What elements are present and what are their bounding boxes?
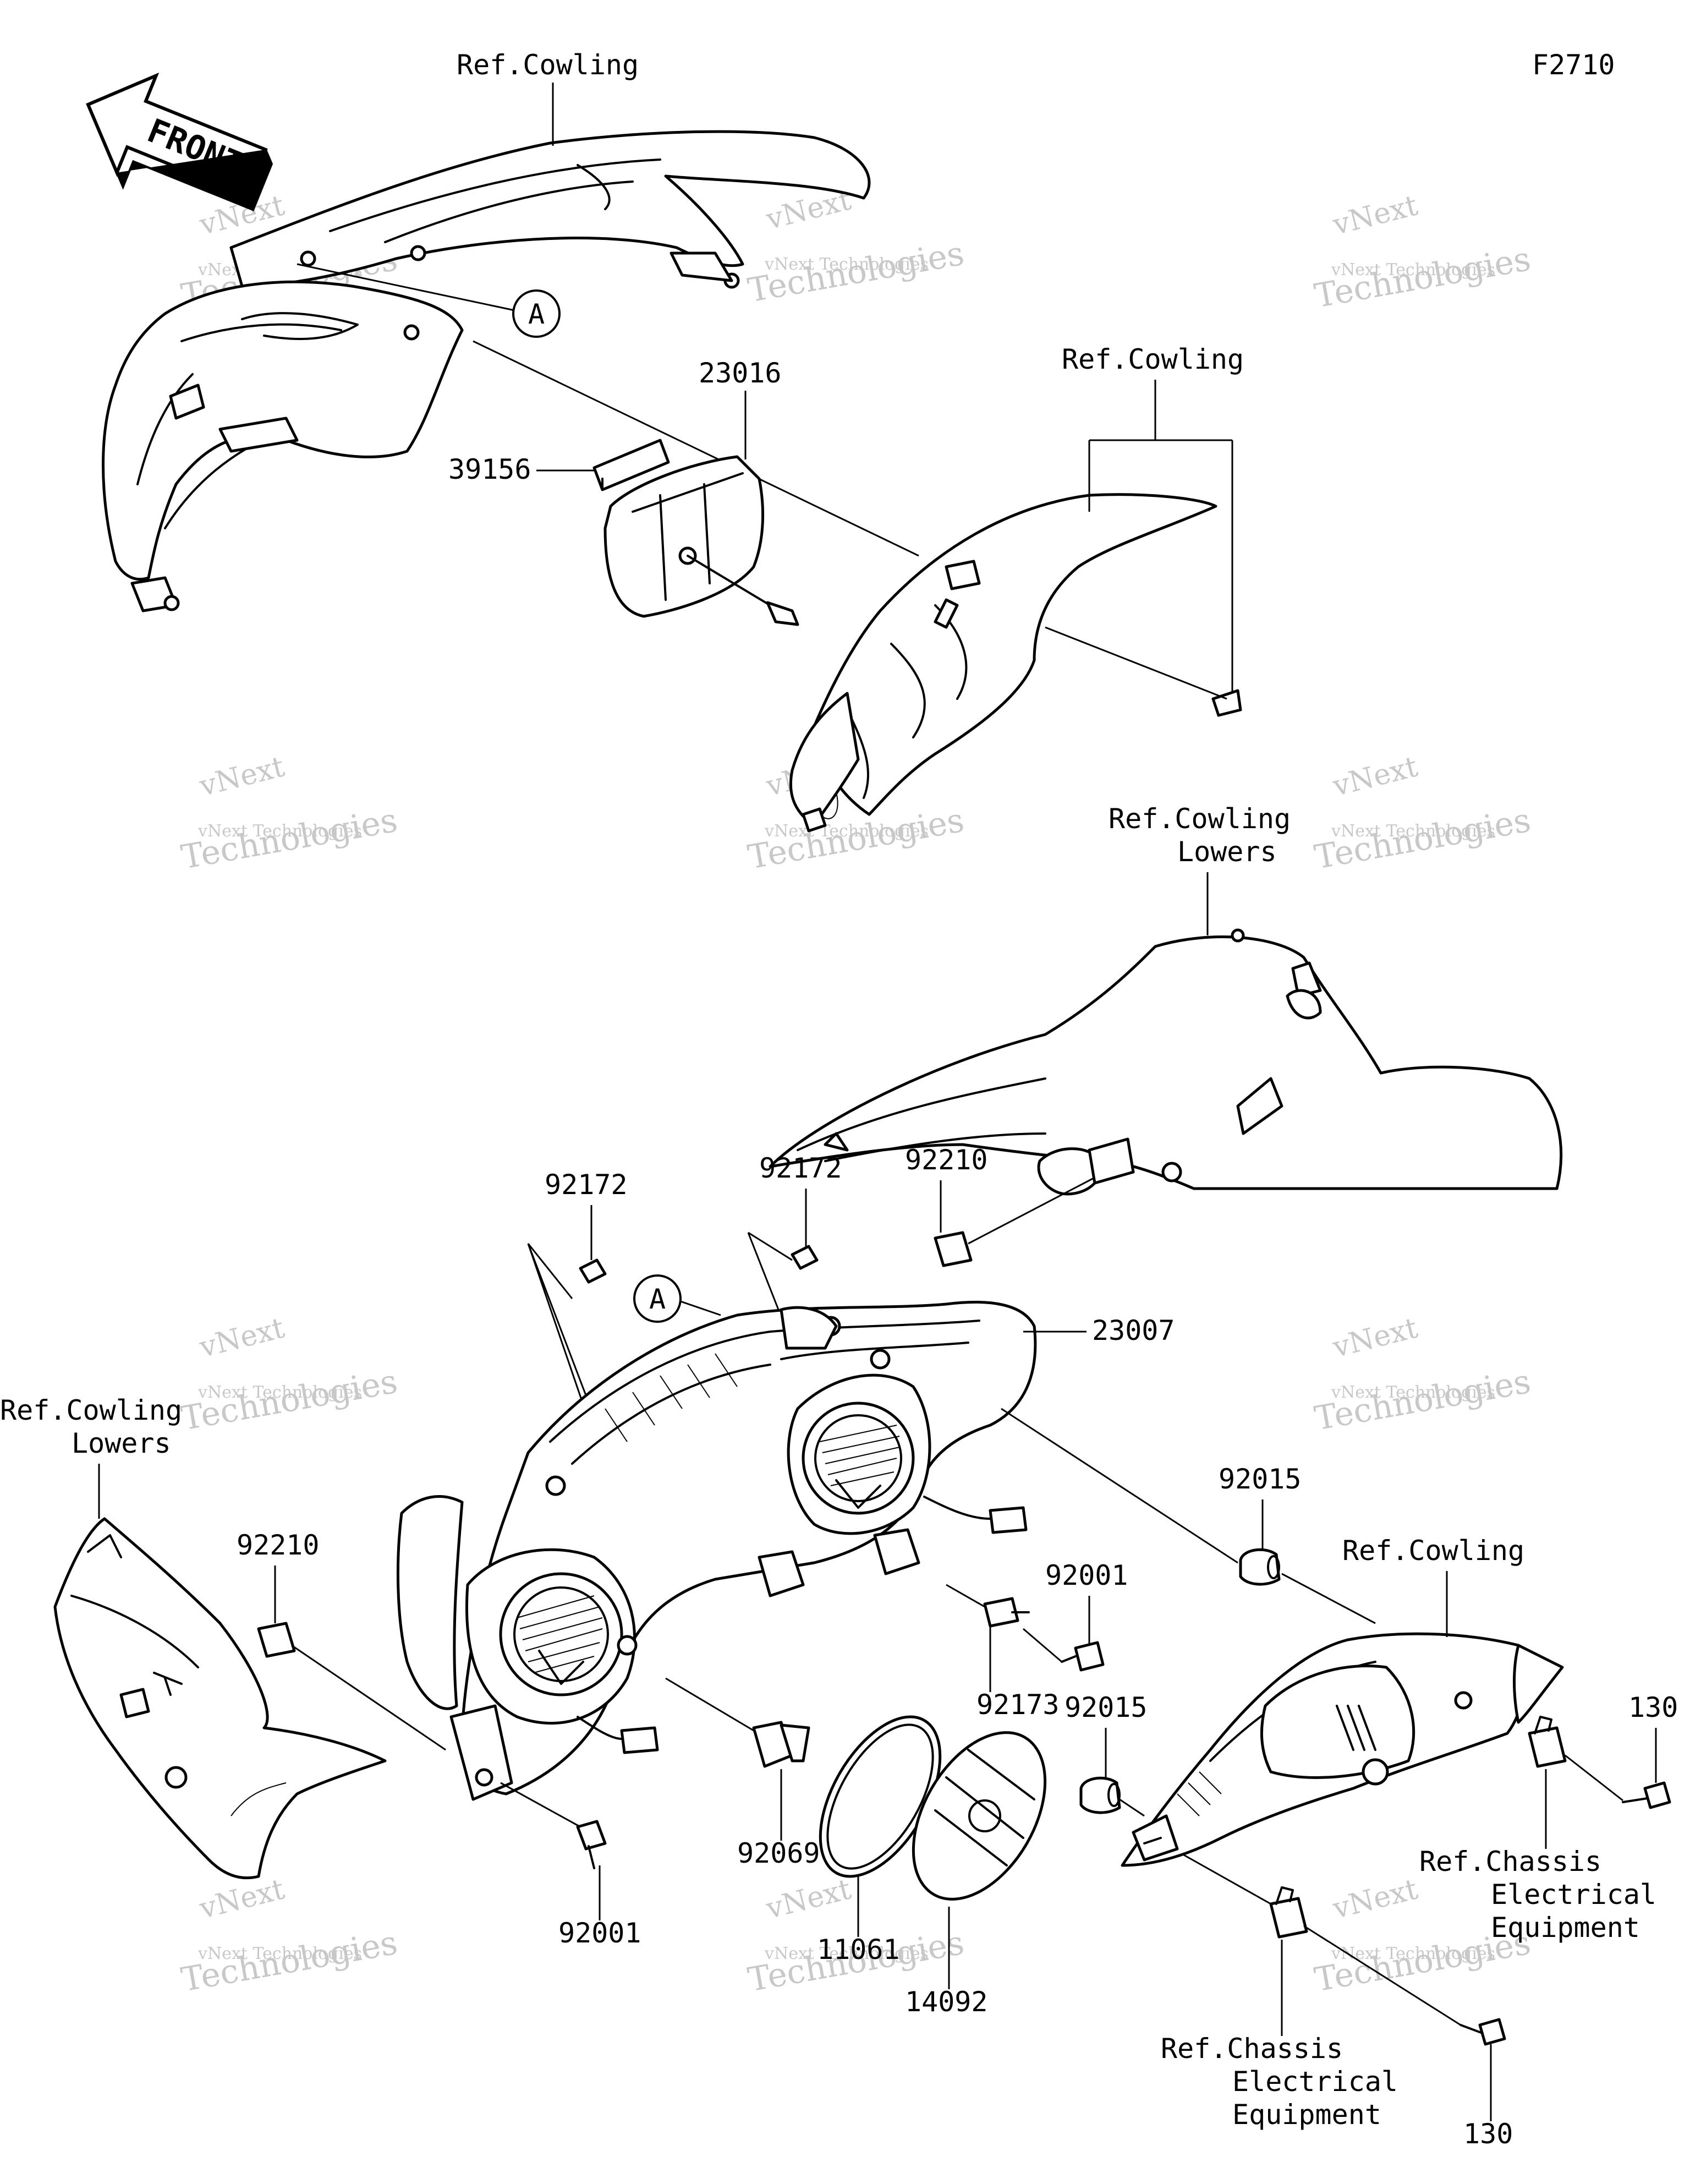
svg-text:vNext: vNext	[196, 1311, 288, 1364]
part-label-23016: 23016	[699, 357, 782, 389]
ref-chassis-right-label-2: Electrical	[1491, 1879, 1656, 1911]
part-92172-left-clip	[579, 1258, 607, 1284]
svg-text:vNext: vNext	[1329, 1311, 1421, 1364]
svg-text:vNext Technologies: vNext Technologies	[197, 822, 362, 841]
watermark: vNext vNext Technologies Technologies	[1312, 189, 1533, 315]
chassis-connector-right	[1528, 1716, 1567, 1768]
diagram-code: F2710	[1532, 49, 1615, 81]
svg-text:vNext Technologies: vNext Technologies	[764, 822, 929, 841]
part-130-bottom-bolt	[1303, 1925, 1506, 2046]
svg-text:A: A	[528, 298, 545, 330]
svg-text:vNext Technologies: vNext Technologies	[1331, 1383, 1495, 1402]
part-label-92001-bottom: 92001	[558, 1917, 641, 1949]
part-92173-clamp	[946, 1584, 1030, 1628]
watermark: vNext vNext Technologies Technologies	[178, 1873, 400, 1999]
ref-cowling-lowers-left-label-1: Ref.Cowling	[0, 1394, 182, 1426]
part-label-92210-left: 92210	[237, 1529, 320, 1561]
svg-text:Technologies: Technologies	[178, 1924, 400, 2000]
part-92001-bottom-bolt	[500, 1782, 607, 1869]
svg-text:vNext: vNext	[1329, 1873, 1421, 1925]
svg-text:vNext: vNext	[1329, 189, 1421, 242]
ref-cowling-lowers-right-label-2: Lowers	[1177, 836, 1277, 868]
ref-chassis-bottom-label-3: Equipment	[1232, 2099, 1381, 2131]
svg-text:Technologies: Technologies	[1312, 801, 1533, 877]
svg-text:vNext Technologies: vNext Technologies	[764, 255, 929, 274]
part-92015-upper-grommet	[1239, 1548, 1281, 1586]
svg-text:vNext: vNext	[1329, 750, 1421, 803]
watermark: vNext vNext Technologies Technologies	[178, 1311, 400, 1438]
part-92015-lower-grommet	[1079, 1776, 1145, 1817]
callout-a-lower: A	[633, 1274, 721, 1323]
part-label-92173: 92173	[976, 1689, 1060, 1721]
screw	[1045, 626, 1242, 717]
upper-cowling-top	[229, 130, 871, 289]
part-92069-bulb	[665, 1677, 810, 1768]
watermark: vNext vNext Technologies Technologies	[745, 183, 967, 310]
svg-text:vNext Technologies: vNext Technologies	[197, 1383, 362, 1402]
part-130-right-bolt	[1565, 1754, 1671, 1809]
part-92001-right-bolt	[1023, 1628, 1105, 1672]
svg-text:vNext Technologies: vNext Technologies	[1331, 822, 1495, 841]
part-23007-headlight	[396, 1300, 1037, 1801]
ref-cowling-top-label: Ref.Cowling	[457, 49, 639, 81]
ref-chassis-right-label-1: Ref.Chassis	[1419, 1846, 1601, 1878]
front-arrow-icon: FRONT	[86, 72, 273, 211]
watermark: vNext vNext Technologies Technologies	[178, 750, 400, 877]
svg-text:Technologies: Technologies	[1312, 1362, 1533, 1438]
part-label-92001-right: 92001	[1045, 1559, 1128, 1591]
part-label-92015-upper: 92015	[1219, 1463, 1302, 1495]
ref-cowling-lower-right-label: Ref.Cowling	[1342, 1535, 1524, 1567]
svg-text:vNext Technologies: vNext Technologies	[1331, 260, 1495, 280]
part-label-11061: 11061	[817, 1934, 900, 1966]
cowling-lower-right-panel	[1121, 1632, 1564, 1867]
svg-text:Technologies: Technologies	[1312, 240, 1533, 316]
part-label-39156: 39156	[448, 453, 531, 485]
ref-chassis-bottom-label-2: Electrical	[1232, 2066, 1398, 2098]
part-label-14092: 14092	[905, 1986, 988, 2018]
svg-text:A: A	[649, 1283, 666, 1315]
svg-text:vNext: vNext	[196, 1873, 288, 1925]
ref-cowling-lowers-left-label-2: Lowers	[72, 1427, 171, 1459]
part-14092-cap	[912, 1731, 1047, 1901]
inner-cowling-right	[789, 493, 1217, 833]
part-label-92069: 92069	[737, 1837, 820, 1869]
part-label-130-right: 130	[1628, 1692, 1678, 1723]
part-label-92210-upper: 92210	[905, 1144, 988, 1176]
ref-chassis-right-label-3: Equipment	[1491, 1912, 1640, 1944]
chassis-connector-bottom	[1182, 1853, 1308, 1939]
svg-text:Technologies: Technologies	[178, 1362, 400, 1438]
part-label-92172-left: 92172	[545, 1169, 628, 1201]
part-92210-upper-nut	[934, 1176, 1095, 1267]
callout-a-top: A	[297, 263, 561, 338]
svg-text:vNext Technologies: vNext Technologies	[764, 1944, 929, 1963]
watermark: vNext vNext Technologies Technologies	[1312, 1311, 1533, 1438]
watermark: vNext vNext Technologies Technologies	[1312, 750, 1533, 877]
svg-text:vNext: vNext	[762, 1873, 854, 1925]
svg-text:vNext: vNext	[196, 750, 288, 803]
cowling-lower-left	[53, 1517, 387, 1880]
ref-cowling-right-label: Ref.Cowling	[1062, 343, 1244, 375]
part-39156-pad	[592, 439, 670, 491]
part-label-23007: 23007	[1092, 1315, 1175, 1346]
part-label-130-bottom: 130	[1463, 2118, 1513, 2150]
upper-cowling-left	[102, 280, 464, 612]
part-label-92015-lower: 92015	[1065, 1692, 1148, 1723]
part-23016-bracket	[603, 455, 799, 626]
ref-cowling-lowers-right-label-1: Ref.Cowling	[1109, 803, 1291, 835]
svg-text:Technologies: Technologies	[745, 234, 967, 310]
svg-text:Technologies: Technologies	[178, 801, 400, 877]
part-label-92172-right: 92172	[759, 1152, 842, 1184]
svg-text:vNext Technologies: vNext Technologies	[197, 1944, 362, 1963]
part-92210-left-nut	[257, 1622, 446, 1751]
ref-chassis-bottom-label-1: Ref.Chassis	[1161, 2033, 1343, 2065]
part-92172-right-clip	[791, 1245, 819, 1270]
svg-text:Technologies: Technologies	[745, 801, 967, 877]
cowling-lower-right	[769, 928, 1563, 1196]
